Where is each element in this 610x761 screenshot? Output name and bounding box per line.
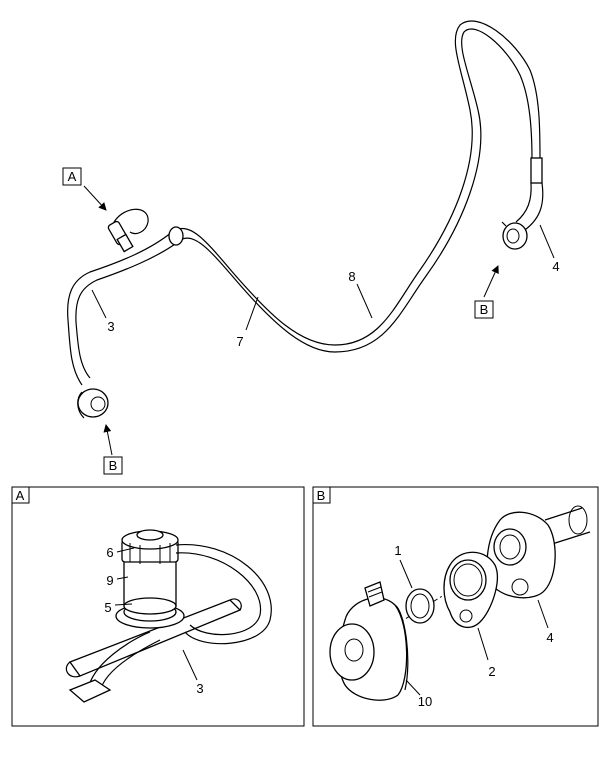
tube-7-8 [171,20,541,346]
fitting-b-right [502,222,528,250]
part-1-oring [405,588,435,624]
detail-a-panel: A 6 9 5 3 [11,486,305,727]
ref-b-left-label: B [109,458,118,473]
callout-4: 4 [552,259,559,274]
detail-b-callout-2: 2 [488,664,495,679]
test-port-a [107,208,149,253]
detail-a-callout-5: 5 [104,600,111,615]
detail-b-callout-4: 4 [546,630,553,645]
ref-box-b-right [474,300,494,319]
tube-3 [67,208,184,419]
detail-b-tag: B [317,488,326,503]
callout-8: 8 [348,269,355,284]
detail-a-callout-6: 6 [106,545,113,560]
main-assembly-view: A B B 3 7 8 4 [62,20,560,475]
detail-a-callout-3: 3 [196,681,203,696]
part-10-fitting [329,581,409,701]
ref-b-right-label: B [480,302,489,317]
detail-a-tag: A [16,488,25,503]
callout-3: 3 [107,319,114,334]
detail-b-callout-10: 10 [418,694,432,709]
detail-a-callout-9: 9 [106,573,113,588]
callout-7: 7 [236,334,243,349]
ref-box-b-left [103,456,123,475]
tube-4 [501,157,544,250]
part-4-flange [486,505,591,599]
fitting-b-left [77,388,109,418]
part-2-plate [443,551,498,629]
detail-b-callout-1: 1 [394,543,401,558]
detail-b-panel: B [312,486,599,727]
ref-box-a [62,167,82,186]
ref-a-label: A [68,169,77,184]
